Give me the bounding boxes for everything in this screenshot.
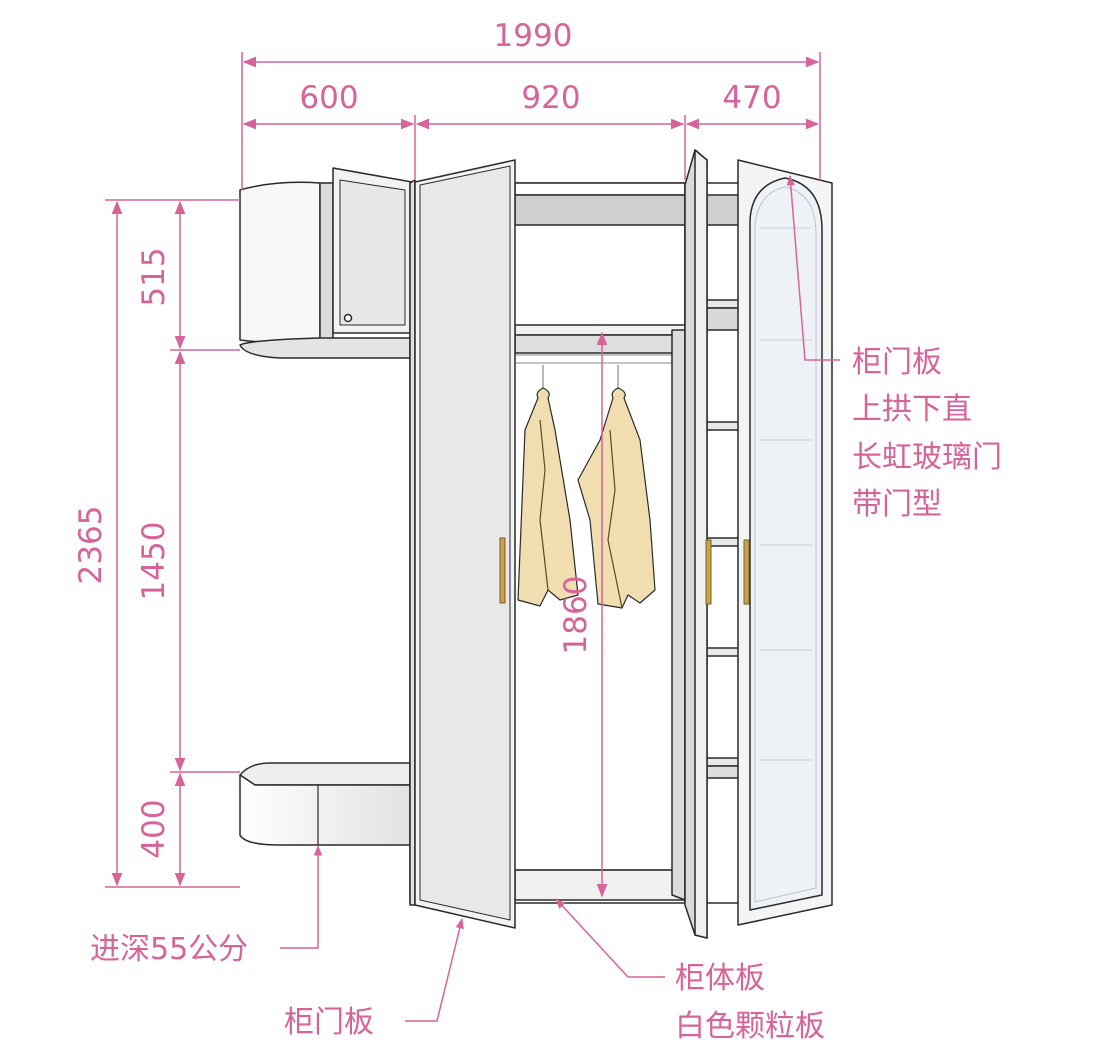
middle-width-text: 920: [521, 80, 580, 116]
hanging-height-text: 1860: [558, 576, 594, 655]
total-height-text: 2365: [73, 506, 109, 585]
middle-right-door: [684, 149, 712, 939]
glass-door: [737, 159, 833, 926]
open-height-text: 1450: [136, 522, 172, 601]
right-width-text: 470: [722, 80, 781, 116]
bench-height-text: 400: [136, 799, 172, 858]
wardrobe-furniture: [239, 149, 833, 939]
glass-door-label-line4: 带门型: [852, 487, 942, 522]
dimension-texts: 1990 600 920 470 2365 515 1450 400 1860: [73, 18, 782, 859]
carcass-leader: [555, 898, 665, 978]
glass-door-leader: [786, 174, 840, 361]
dimension-lines: [105, 52, 821, 898]
depth-leader: [280, 844, 323, 949]
upper-height-text: 515: [136, 247, 172, 306]
door-panel-leader: [405, 917, 464, 1022]
door-panel-label: 柜门板: [284, 1005, 374, 1040]
total-width-text: 1990: [494, 18, 573, 54]
depth-label: 进深55公分: [90, 932, 248, 967]
left-width-text: 600: [299, 80, 358, 116]
leader-lines: [280, 174, 840, 1022]
glass-door-label-line2: 上拱下直: [852, 392, 972, 427]
carcass-label-line1: 柜体板: [675, 961, 765, 996]
left-bench: [239, 762, 411, 846]
glass-door-label-line1: 柜门板: [852, 345, 942, 380]
carcass-label-line2: 白色颗粒板: [675, 1009, 825, 1044]
left-upper-cabinet: [239, 167, 413, 359]
left-door: [409, 159, 516, 929]
annotation-texts: 柜门板 上拱下直 长虹玻璃门 带门型 进深55公分 柜门板 柜体板 白色颗粒板: [90, 345, 1002, 1044]
glass-door-label-line3: 长虹玻璃门: [852, 440, 1002, 475]
